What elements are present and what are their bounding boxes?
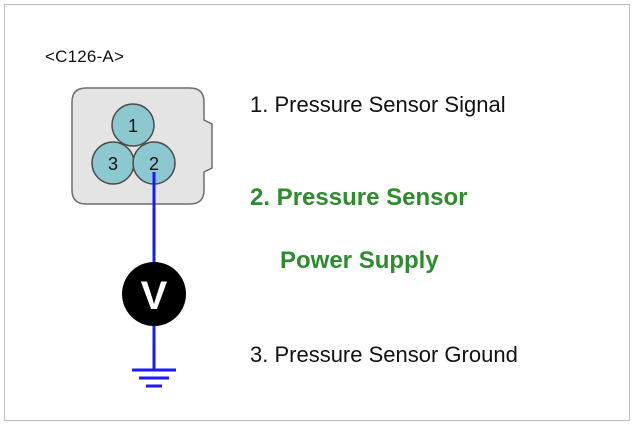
pin-number-2: 2: [149, 154, 159, 174]
connector-pin-1: 1: [111, 103, 155, 147]
voltmeter-icon: V: [122, 262, 186, 326]
pin-3-description: 3. Pressure Sensor Ground: [250, 342, 518, 367]
voltmeter-symbol: V: [141, 274, 168, 318]
pin-2-description-line2: Power Supply: [280, 247, 439, 274]
connector-pin-3: 3: [91, 141, 135, 185]
ground-symbol-icon: [132, 368, 176, 388]
connector-id-label: <C126-A>: [45, 47, 125, 66]
pin-1-description: 1. Pressure Sensor Signal: [250, 92, 506, 117]
diagram-frame: <C126-A>: [4, 4, 630, 421]
pin-number-3: 3: [108, 154, 118, 174]
pin-number-1: 1: [128, 116, 138, 136]
pin-2-description-line1: 2. Pressure Sensor: [250, 184, 468, 211]
